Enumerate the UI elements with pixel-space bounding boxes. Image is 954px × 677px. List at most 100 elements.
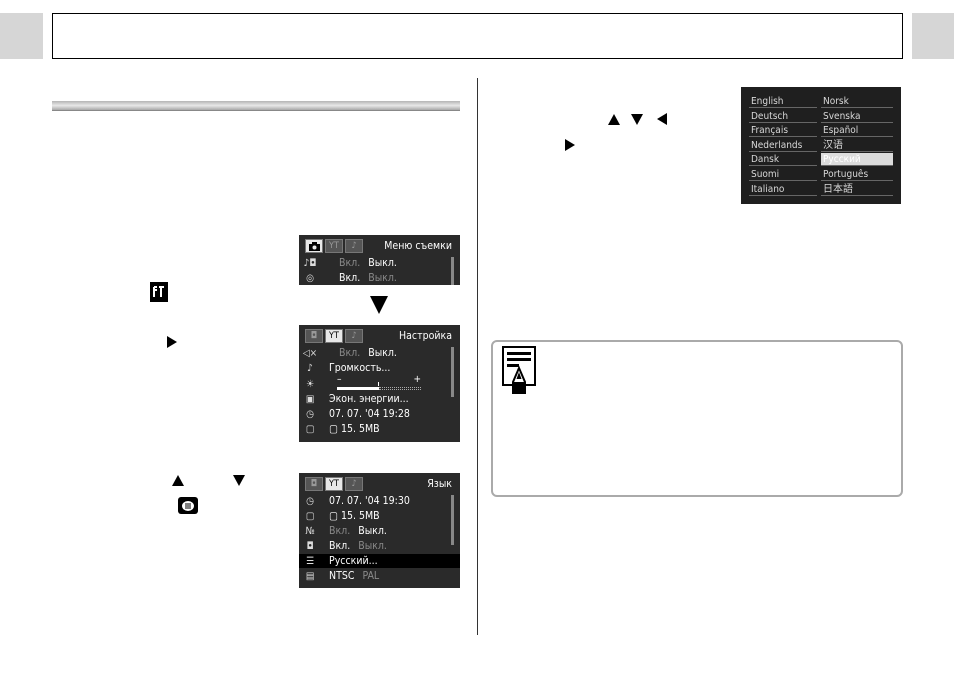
up-arrow-icon (172, 475, 184, 486)
language-option[interactable]: Português (821, 168, 893, 181)
card-capacity: ▢ 15. 5MB (329, 510, 380, 522)
right-arrow-icon (565, 139, 575, 151)
lcd-title: Язык (427, 478, 452, 490)
setup-tab-icon: YT (325, 477, 343, 491)
my-camera-tab-icon: ♪ (345, 239, 363, 253)
date-time-icon: ◷ (306, 408, 314, 420)
up-arrow-icon (608, 114, 620, 125)
lcd-row: ◷ 07. 07. '04 19:28 (299, 407, 460, 421)
language-option[interactable]: Español (821, 124, 893, 138)
slider-plus: + (413, 374, 421, 385)
slider-minus: – (337, 374, 342, 385)
power-saving-item: Экон. энергии... (329, 393, 409, 405)
card-capacity: ▢ 15. 5MB (329, 423, 380, 435)
power-saving-icon: ▣ (305, 393, 315, 405)
setup-tab-icon: YT (325, 239, 343, 253)
language-option[interactable]: Deutsch (749, 110, 817, 123)
scrollbar (451, 257, 454, 285)
note-box (491, 340, 903, 497)
left-tab-box (0, 13, 43, 59)
right-tab-box (912, 13, 954, 59)
language-option[interactable]: Français (749, 124, 817, 138)
language-option[interactable]: 日本語 (821, 183, 893, 196)
menu-tabs: ◘ YT ♪ (305, 477, 363, 493)
lcd-title: Меню съемки (384, 240, 452, 252)
lcd-row: ▣ Экон. энергии... (299, 392, 460, 406)
lcd-row: ▢ ▢ 15. 5MB (299, 422, 460, 436)
option-off: Выкл. (368, 272, 397, 284)
language-option[interactable]: English (749, 95, 817, 108)
section-heading-rule (52, 101, 460, 111)
camera-sound-icon: ♪◘ (303, 257, 317, 269)
scrollbar (451, 347, 454, 397)
mute-icon: ◁× (302, 347, 318, 359)
note-icon (502, 346, 536, 398)
language-icon (178, 497, 198, 514)
menu-tabs: YT ♪ (305, 239, 363, 255)
lcd-row: № Вкл. Выкл. (299, 524, 460, 538)
option-on: Вкл. (339, 272, 361, 284)
volume-icon: ♪ (307, 362, 313, 374)
lcd-shooting-menu: YT ♪ Меню съемки ♪◘ Вкл. Выкл. ◎ Вкл. Вы… (299, 235, 460, 285)
date-time-icon: ◷ (306, 495, 314, 507)
column-divider (477, 78, 478, 635)
language-option[interactable]: Dansk (749, 153, 817, 167)
down-arrow-icon (233, 475, 245, 486)
page-header-box (52, 13, 903, 59)
lcd-row: ▢ ▢ 15. 5MB (299, 509, 460, 523)
format-icon: ▢ (305, 423, 315, 435)
language-item: Русский... (329, 555, 378, 567)
date-time-value: 07. 07. '04 19:30 (329, 495, 410, 507)
language-option[interactable]: Italiano (749, 183, 817, 196)
lcd-row: ▤ NTSC PAL (299, 569, 460, 583)
language-option[interactable]: Nederlands (749, 139, 817, 152)
camera-tab-icon: ◘ (305, 477, 323, 491)
setup-menu-icon (150, 282, 168, 302)
format-icon: ▢ (305, 510, 315, 522)
lcd-title: Настройка (399, 330, 452, 342)
lcd-row: ◷ 07. 07. '04 19:30 (299, 494, 460, 508)
language-option[interactable]: Suomi (749, 168, 817, 181)
date-time-value: 07. 07. '04 19:28 (329, 408, 410, 420)
file-number-icon: № (305, 525, 315, 537)
lcd-row: ☀ – + (299, 374, 460, 392)
down-arrow-icon (631, 114, 643, 125)
right-arrow-icon (167, 336, 177, 348)
option-on: Вкл. (329, 540, 351, 552)
lcd-setup-menu: ◘ YT ♪ Настройка ◁× Вкл. Выкл. ♪ Громкос… (299, 325, 460, 442)
red-eye-icon: ◎ (306, 272, 314, 284)
video-system-icon: ▤ (305, 570, 315, 582)
option-off: Выкл. (358, 525, 387, 537)
brightness-icon: ☀ (305, 378, 315, 390)
video-pal: PAL (362, 570, 380, 582)
lcd-language-menu: ◘ YT ♪ Язык ◷ 07. 07. '04 19:30 ▢ ▢ 15. … (299, 473, 460, 588)
option-off: Выкл. (368, 257, 397, 269)
camera-tab-icon (305, 239, 323, 253)
setup-tab-icon: YT (325, 329, 343, 343)
language-option[interactable]: 汉语 (821, 139, 893, 152)
left-arrow-icon (657, 113, 667, 125)
language-option[interactable]: Русский (821, 153, 893, 167)
my-camera-tab-icon: ♪ (345, 477, 363, 491)
language-option[interactable]: Svenska (821, 110, 893, 123)
option-on: Вкл. (339, 347, 361, 359)
option-off: Выкл. (368, 347, 397, 359)
lcd-row: ♪ Громкость... (299, 361, 460, 375)
option-off: Выкл. (358, 540, 387, 552)
language-icon: ☰ (305, 555, 315, 567)
lcd-row: ◘ Вкл. Выкл. (299, 539, 460, 553)
lcd-row: ◎ Вкл. Выкл. (299, 271, 460, 285)
option-on: Вкл. (339, 257, 361, 269)
lcd-row: ◁× Вкл. Выкл. (299, 346, 460, 360)
brightness-slider: – + (337, 374, 421, 391)
my-camera-tab-icon: ♪ (345, 329, 363, 343)
video-ntsc: NTSC (329, 570, 355, 582)
scrollbar (451, 495, 454, 545)
auto-rotate-icon: ◘ (306, 540, 314, 552)
camera-tab-icon: ◘ (305, 329, 323, 343)
menu-tabs: ◘ YT ♪ (305, 329, 363, 345)
option-on: Вкл. (329, 525, 351, 537)
volume-item: Громкость... (329, 362, 391, 374)
language-option[interactable]: Norsk (821, 95, 893, 108)
